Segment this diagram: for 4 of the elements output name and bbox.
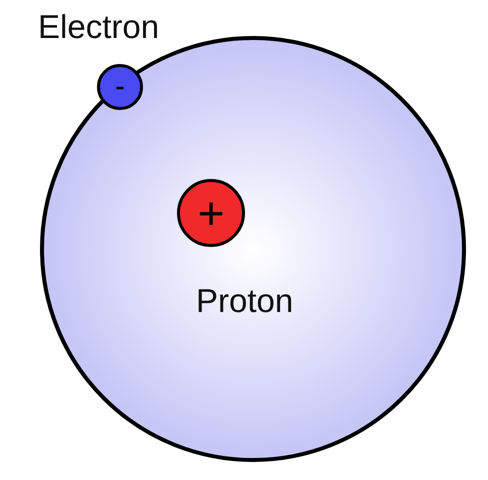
- plus-sign: +: [198, 190, 224, 236]
- minus-sign: -: [115, 72, 125, 102]
- electron-label: Electron: [38, 8, 160, 46]
- proton-label: Proton: [196, 282, 294, 320]
